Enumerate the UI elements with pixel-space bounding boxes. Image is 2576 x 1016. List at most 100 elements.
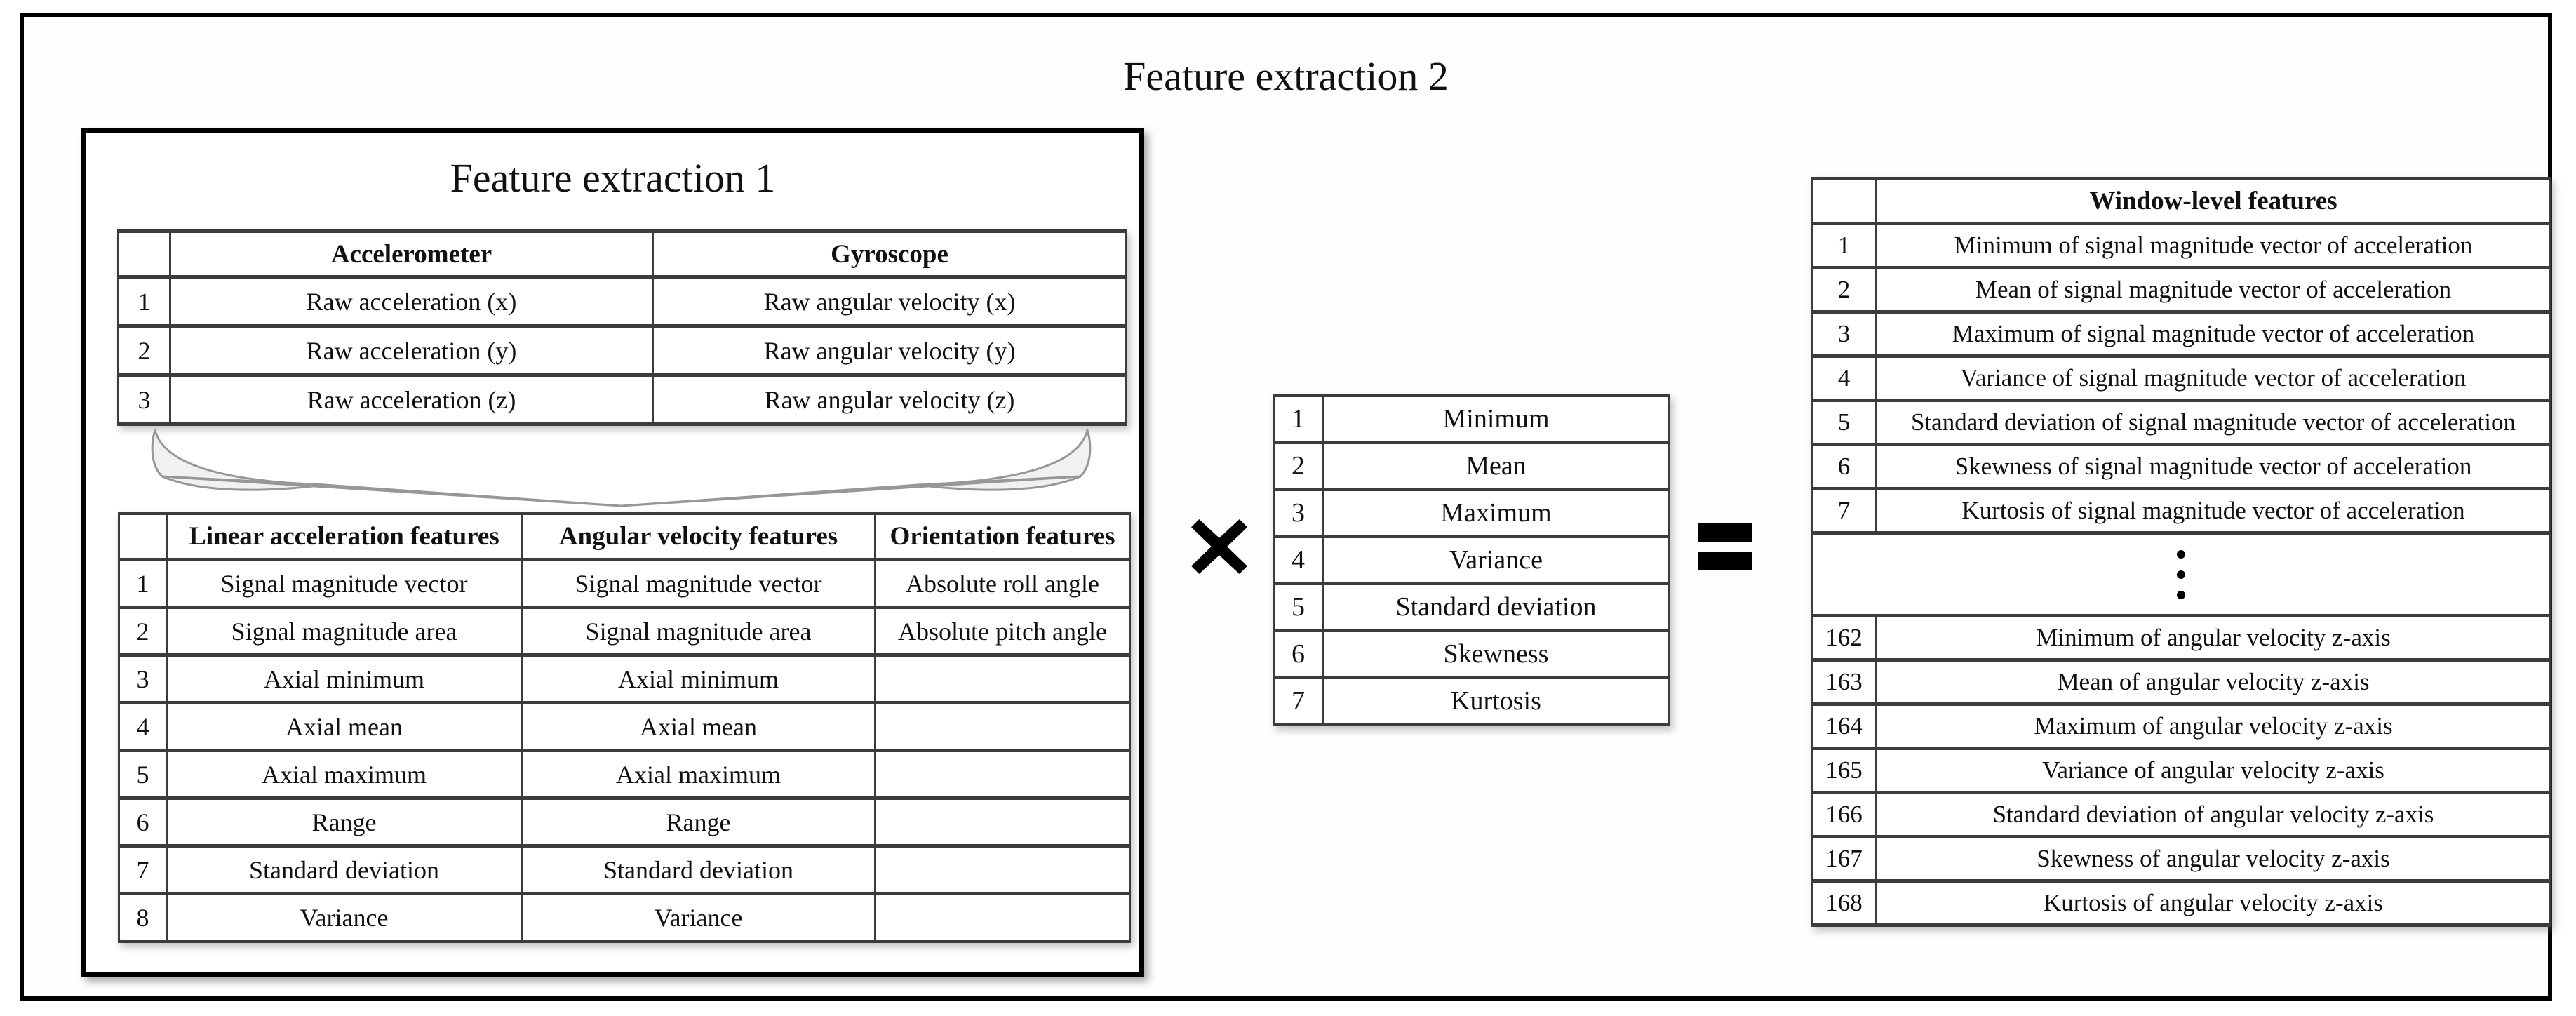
row-number: 5 bbox=[118, 749, 168, 800]
row-number: 6 bbox=[1811, 443, 1877, 490]
cell-orientation: Absolute roll angle bbox=[874, 558, 1131, 609]
table-row: 6 Skewness bbox=[1273, 629, 1670, 679]
cell-angular: Axial minimum bbox=[521, 653, 876, 704]
cell-feature: Maximum of signal magnitude vector of ac… bbox=[1875, 310, 2551, 358]
row-number: 2 bbox=[1811, 266, 1877, 314]
row-number: 2 bbox=[117, 324, 171, 377]
table-row: 6 Skewness of signal magnitude vector of… bbox=[1811, 443, 2551, 490]
equals-icon bbox=[1698, 523, 1752, 570]
table-row: 163 Mean of angular velocity z-axis bbox=[1811, 658, 2551, 706]
cell-orientation bbox=[874, 701, 1131, 752]
table-row: 4 Variance of signal magnitude vector of… bbox=[1811, 354, 2551, 402]
table-row: 4 Variance bbox=[1273, 535, 1670, 585]
sensor-table: Accelerometer Gyroscope 1 Raw accelerati… bbox=[117, 229, 1127, 426]
table-row: 162 Minimum of angular velocity z-axis bbox=[1811, 614, 2551, 662]
row-number: 7 bbox=[1273, 676, 1324, 726]
row-number: 7 bbox=[118, 844, 168, 895]
row-number: 1 bbox=[117, 275, 171, 328]
table-row: 7 Kurtosis of signal magnitude vector of… bbox=[1811, 487, 2551, 535]
cell-linear: Axial minimum bbox=[166, 653, 523, 704]
cell-feature: Minimum of signal magnitude vector of ac… bbox=[1875, 222, 2551, 269]
cell-linear: Standard deviation bbox=[166, 844, 523, 895]
row-number: 3 bbox=[1811, 310, 1877, 358]
cell-accelerometer: Raw acceleration (x) bbox=[169, 275, 654, 328]
table-row: 1 Minimum bbox=[1273, 394, 1670, 444]
table-row: 5 Standard deviation of signal magnitude… bbox=[1811, 399, 2551, 446]
table-row: 1 Minimum of signal magnitude vector of … bbox=[1811, 222, 2551, 269]
table-row: 5 Standard deviation bbox=[1273, 582, 1670, 632]
table-row: 165 Variance of angular velocity z-axis bbox=[1811, 747, 2551, 794]
multiply-icon bbox=[1191, 519, 1247, 574]
row-number: 4 bbox=[1273, 535, 1324, 585]
corner-cell bbox=[118, 512, 168, 561]
page-title: Feature extraction 2 bbox=[1123, 53, 1449, 99]
table-header-row: Accelerometer Gyroscope bbox=[117, 229, 1127, 279]
statistics-table: 1 Minimum 2 Mean 3 Maximum 4 Variance 5 … bbox=[1273, 394, 1670, 726]
cell-feature: Variance of signal magnitude vector of a… bbox=[1875, 354, 2551, 402]
row-number: 5 bbox=[1811, 399, 1877, 446]
cell-accelerometer: Raw acceleration (z) bbox=[169, 373, 654, 426]
table-row: 167 Skewness of angular velocity z-axis bbox=[1811, 835, 2551, 883]
cell-feature: Standard deviation of signal magnitude v… bbox=[1875, 399, 2551, 446]
table-header-row: Window-level features bbox=[1811, 177, 2551, 225]
column-header-gyroscope: Gyroscope bbox=[652, 229, 1127, 279]
cell-angular: Variance bbox=[521, 892, 876, 943]
table-row: 3 Maximum bbox=[1273, 488, 1670, 538]
cell-orientation bbox=[874, 892, 1131, 943]
cell-feature: Skewness of angular velocity z-axis bbox=[1875, 835, 2551, 883]
cell-orientation: Absolute pitch angle bbox=[874, 606, 1131, 657]
cell-statistic: Maximum bbox=[1322, 488, 1670, 538]
row-number: 167 bbox=[1811, 835, 1877, 883]
table-row: 3 Raw acceleration (z) Raw angular veloc… bbox=[117, 373, 1127, 426]
cell-statistic: Mean bbox=[1322, 441, 1670, 491]
cell-feature: Skewness of signal magnitude vector of a… bbox=[1875, 443, 2551, 490]
cell-statistic: Kurtosis bbox=[1322, 676, 1670, 726]
row-number: 165 bbox=[1811, 747, 1877, 794]
cell-statistic: Skewness bbox=[1322, 629, 1670, 679]
table-header-row: Linear acceleration features Angular vel… bbox=[118, 512, 1131, 561]
table-row: 7 Standard deviation Standard deviation bbox=[118, 844, 1131, 895]
column-header-linear: Linear acceleration features bbox=[166, 512, 523, 561]
row-number: 3 bbox=[1273, 488, 1324, 538]
table-row: 2 Mean of signal magnitude vector of acc… bbox=[1811, 266, 2551, 314]
column-header-orientation: Orientation features bbox=[874, 512, 1131, 561]
window-level-table: Window-level features 1 Minimum of signa… bbox=[1811, 177, 2551, 927]
corner-cell bbox=[1811, 177, 1877, 225]
row-number: 7 bbox=[1811, 487, 1877, 535]
cell-angular: Signal magnitude vector bbox=[521, 558, 876, 609]
cell-linear: Range bbox=[166, 796, 523, 848]
cell-feature: Mean of angular velocity z-axis bbox=[1875, 658, 2551, 706]
cell-orientation bbox=[874, 844, 1131, 895]
row-number: 1 bbox=[1811, 222, 1877, 269]
column-header-window-level: Window-level features bbox=[1875, 177, 2551, 225]
cell-orientation bbox=[874, 749, 1131, 800]
cell-feature: Standard deviation of angular velocity z… bbox=[1875, 791, 2551, 838]
vertical-ellipsis-icon bbox=[1811, 531, 2551, 617]
table-row: 164 Maximum of angular velocity z-axis bbox=[1811, 702, 2551, 750]
cell-linear: Signal magnitude area bbox=[166, 606, 523, 657]
cell-orientation bbox=[874, 653, 1131, 704]
column-header-accelerometer: Accelerometer bbox=[169, 229, 654, 279]
corner-cell bbox=[117, 229, 171, 279]
cell-linear: Axial mean bbox=[166, 701, 523, 752]
row-number: 166 bbox=[1811, 791, 1877, 838]
features-table: Linear acceleration features Angular vel… bbox=[118, 512, 1131, 943]
cell-feature: Minimum of angular velocity z-axis bbox=[1875, 614, 2551, 662]
equals-bar-top bbox=[1698, 523, 1752, 542]
row-number: 2 bbox=[118, 606, 168, 657]
table-row: 3 Maximum of signal magnitude vector of … bbox=[1811, 310, 2551, 358]
cell-feature: Kurtosis of signal magnitude vector of a… bbox=[1875, 487, 2551, 535]
cell-statistic: Minimum bbox=[1322, 394, 1670, 444]
row-number: 5 bbox=[1273, 582, 1324, 632]
row-number: 4 bbox=[1811, 354, 1877, 402]
table-row: 166 Standard deviation of angular veloci… bbox=[1811, 791, 2551, 838]
cell-linear: Signal magnitude vector bbox=[166, 558, 523, 609]
table-row: 8 Variance Variance bbox=[118, 892, 1131, 943]
row-number: 1 bbox=[118, 558, 168, 609]
cell-linear: Axial maximum bbox=[166, 749, 523, 800]
cell-feature: Kurtosis of angular velocity z-axis bbox=[1875, 879, 2551, 927]
omitted-rows bbox=[1811, 531, 2551, 617]
table-row: 2 Mean bbox=[1273, 441, 1670, 491]
cell-angular: Range bbox=[521, 796, 876, 848]
cell-accelerometer: Raw acceleration (y) bbox=[169, 324, 654, 377]
